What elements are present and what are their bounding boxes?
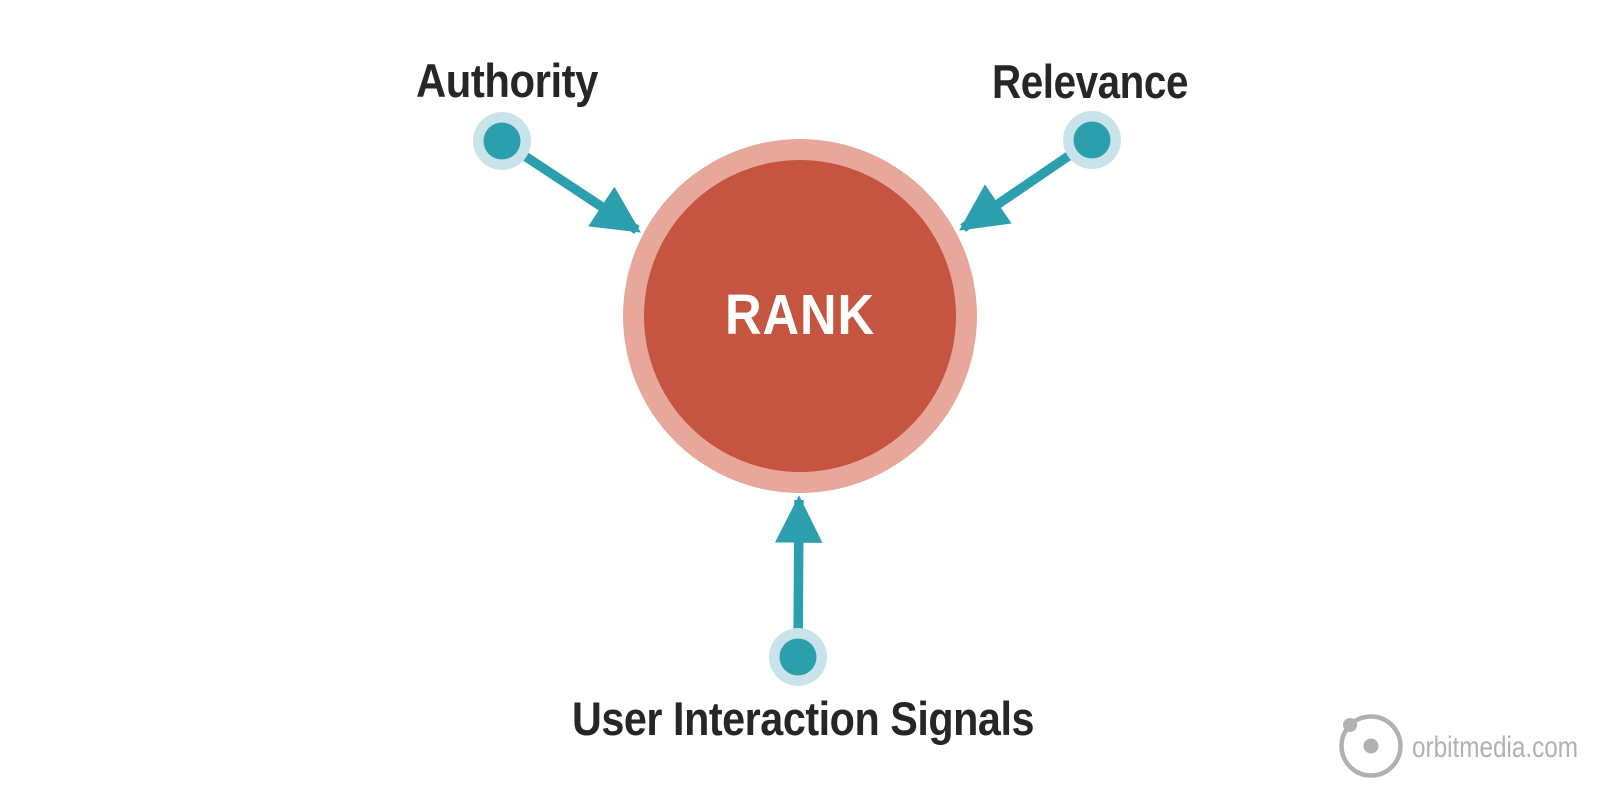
orbit-logo-ring-icon: [1339, 714, 1403, 778]
watermark: orbitmedia.com: [1339, 714, 1578, 778]
user-interaction-label: User Interaction Signals: [572, 692, 1034, 745]
authority-dot: [483, 122, 521, 160]
factor-user-interaction: User Interaction Signals: [572, 495, 1035, 745]
authority-label: Authority: [416, 54, 598, 107]
factor-authority: Authority: [416, 54, 641, 234]
watermark-text: orbitmedia.com: [1412, 731, 1578, 764]
rank-label: RANK: [725, 283, 875, 347]
rank-circle-group: RANK: [623, 139, 977, 493]
relevance-dot: [1073, 121, 1111, 159]
orbit-logo-satellite-icon: [1343, 718, 1357, 732]
rank-circle: [644, 160, 956, 472]
factor-relevance: Relevance: [959, 55, 1189, 232]
relevance-label: Relevance: [992, 55, 1188, 108]
orbit-logo-nucleus-icon: [1363, 738, 1379, 754]
user-interaction-dot: [779, 638, 817, 676]
